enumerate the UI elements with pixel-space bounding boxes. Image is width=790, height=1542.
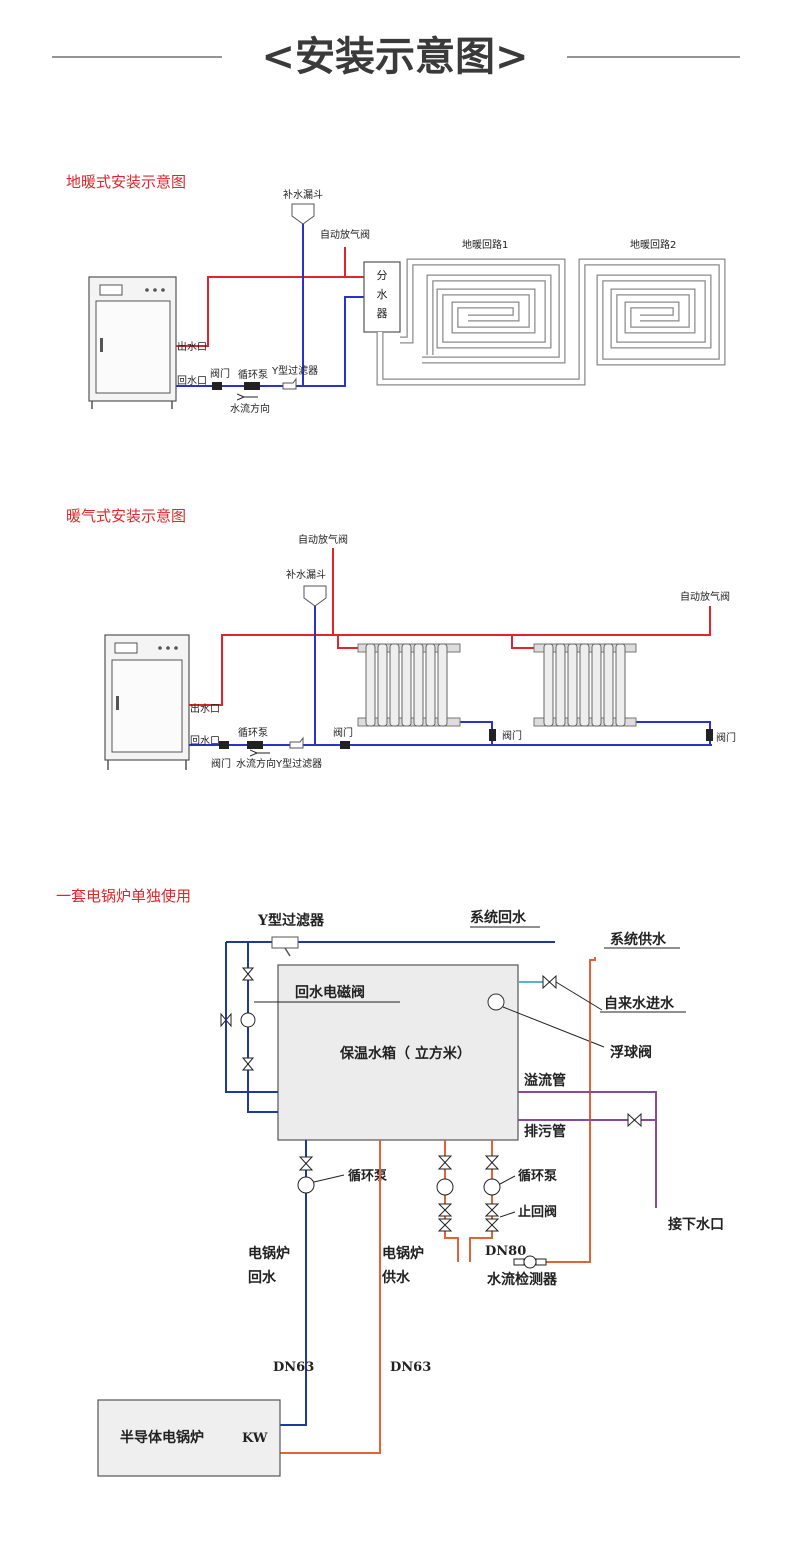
label-loop-2: 地暖回路2: [630, 238, 676, 251]
filter-icon-2: [289, 736, 304, 749]
label-funnel: 补水漏斗: [283, 188, 323, 201]
section-title-floor-heating: 地暖式安装示意图: [66, 173, 186, 191]
label-sys-return: 系统回水: [470, 909, 527, 926]
page-header: <安装示意图>: [52, 33, 740, 80]
label-dn63-left: DN63: [273, 1360, 314, 1375]
pump-icon: [244, 382, 260, 390]
label-tank: 保温水箱（ 立方米）: [339, 1045, 471, 1062]
dual-pump-group: [436, 1140, 516, 1262]
valve-icon-rad1: [489, 729, 496, 741]
label-boiler: 半导体电锅炉: [120, 1429, 204, 1446]
label-filter: Y型过滤器: [271, 364, 318, 377]
label-dn80: DN80: [485, 1244, 526, 1259]
label-air-valve: 自动放气阀: [320, 228, 370, 241]
funnel-icon: [291, 203, 315, 225]
radiator-2: [533, 643, 637, 727]
label-air-valve-top: 自动放气阀: [298, 533, 348, 546]
y-filter-icon: [271, 936, 299, 949]
label-flow-2: 水流方向: [236, 757, 276, 770]
label-valve-left: 阀门: [211, 757, 231, 770]
label-pump-left: 循环泵: [348, 1168, 387, 1184]
label-sewer: 接下水口: [668, 1216, 724, 1233]
label-loop-1: 地暖回路1: [462, 238, 508, 251]
label-solenoid: 回水电磁阀: [295, 984, 365, 1001]
label-float: 浮球阀: [610, 1044, 652, 1061]
label-flow: 水流方向: [230, 402, 270, 415]
valve-icon-2b: [340, 741, 350, 749]
label-drain: 排污管: [524, 1123, 566, 1140]
valve-icon-rad2: [706, 729, 713, 741]
label-filter-3: Y型过滤器: [257, 912, 325, 929]
section-title-standalone: 一套电锅炉单独使用: [56, 887, 191, 905]
boiler-unit: [88, 276, 177, 409]
label-air-valve-right: 自动放气阀: [680, 590, 730, 603]
label-valve-rad1: 阀门: [502, 729, 522, 742]
semiconductor-boiler: [97, 1399, 281, 1477]
label-flow-detector: 水流检测器: [487, 1271, 558, 1288]
boiler-return-pipe: [280, 1140, 307, 1426]
label-boiler-return-1: 电锅炉: [248, 1245, 290, 1262]
radiator-1: [357, 643, 461, 727]
supply-pipe: [176, 276, 374, 347]
section-title-radiator: 暖气式安装示意图: [66, 507, 186, 525]
label-sys-supply: 系统供水: [610, 931, 667, 948]
storage-tank: [277, 964, 519, 1141]
overflow-pipe: [518, 1091, 657, 1208]
label-pump-2: 循环泵: [238, 726, 268, 739]
manifold-char-1: 分: [377, 269, 388, 282]
label-overflow: 溢流管: [524, 1072, 566, 1089]
label-check-valve: 止回阀: [518, 1204, 557, 1220]
pump-icon-2: [247, 741, 263, 749]
filter-icon: [282, 377, 297, 390]
label-boiler-supply-2: 供水: [381, 1269, 411, 1286]
label-inlet-2: 回水口: [190, 735, 220, 747]
label-pump: 循环泵: [238, 368, 268, 381]
supply-riser: [530, 957, 596, 1263]
label-valve-mid: 阀门: [333, 726, 353, 739]
label-boiler-supply-1: 电锅炉: [382, 1245, 424, 1262]
label-valve: 阀门: [210, 367, 230, 380]
drain-valve-icon: [627, 1112, 642, 1128]
valve-icon: [212, 382, 222, 390]
label-kw: KW: [242, 1431, 268, 1446]
tap-valve-icon: [542, 974, 557, 990]
manifold-char-2: 水: [377, 288, 388, 301]
valve-icon-2a: [219, 741, 229, 749]
manifold-char-3: 器: [377, 307, 388, 320]
supply-pipe-2: [189, 606, 711, 706]
diagram-radiator: 暖气式安装示意图 补水漏斗 自动放气阀 自动放气阀: [66, 507, 736, 770]
page-title: <安装示意图>: [261, 33, 528, 80]
bypass-valves: [220, 967, 256, 1071]
label-pump-right: 循环泵: [518, 1168, 557, 1184]
return-pipe: [176, 296, 364, 387]
label-tap-in: 自来水进水: [604, 995, 675, 1012]
diagram-standalone: 一套电锅炉单独使用 保温水箱（ 立方米） 回水电磁阀 浮球阀 Y型过滤器 系统回…: [56, 887, 724, 1477]
label-valve-rad2: 阀门: [716, 731, 736, 744]
label-boiler-return-2: 回水: [248, 1269, 277, 1286]
diagram-floor-heating: 地暖式安装示意图 补水漏斗 自动放气阀 分 水 器: [66, 173, 726, 415]
label-filter-2: Y型过滤器: [275, 757, 322, 770]
label-dn63-right: DN63: [390, 1360, 431, 1375]
float-valve-icon: [487, 993, 505, 1011]
label-outlet: 出水口: [177, 340, 207, 353]
boiler-unit-2: [104, 634, 190, 770]
label-outlet-2: 出水口: [190, 702, 220, 715]
label-inlet: 回水口: [177, 375, 207, 387]
label-funnel-2: 补水漏斗: [286, 568, 326, 581]
flow-detector-icon: [523, 1255, 537, 1269]
pump-icon-left: [297, 1176, 315, 1194]
boiler-supply-pipe: [280, 1140, 381, 1454]
funnel-icon-2: [303, 585, 327, 607]
